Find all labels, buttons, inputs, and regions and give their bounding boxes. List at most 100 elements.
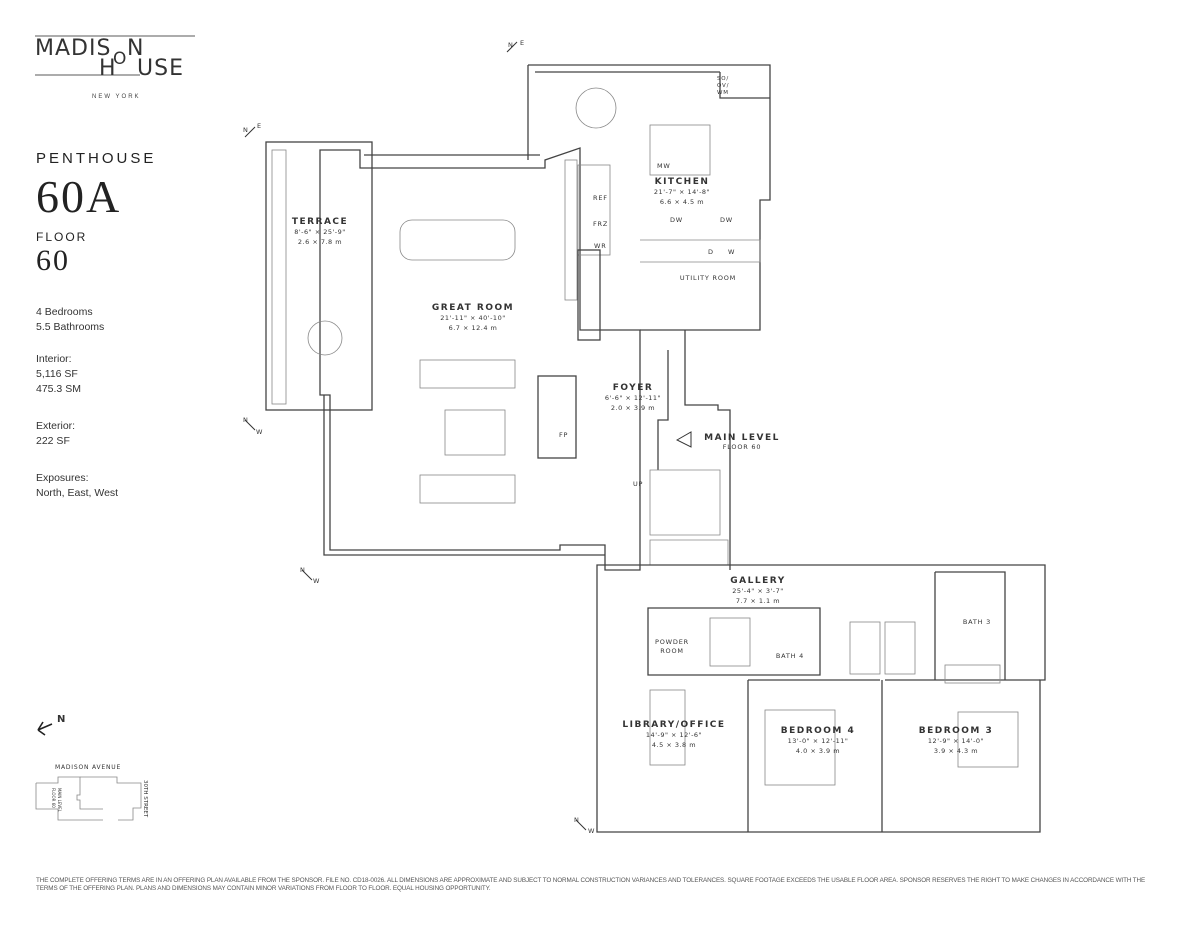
svg-text:N: N	[57, 714, 65, 725]
svg-text:MAIN LEVEL: MAIN LEVEL	[57, 788, 62, 813]
fixture-so: SO/	[717, 76, 729, 82]
svg-text:MADIS: MADIS	[35, 36, 111, 61]
bedrooms: 4 Bedrooms	[36, 306, 93, 318]
svg-text:6'-6" × 12'-11": 6'-6" × 12'-11"	[605, 394, 661, 402]
svg-text:N: N	[300, 566, 306, 574]
svg-text:12'-9" × 14'-0": 12'-9" × 14'-0"	[928, 737, 984, 745]
svg-text:N: N	[243, 416, 249, 424]
svg-text:GREAT ROOM: GREAT ROOM	[432, 303, 514, 313]
svg-text:7.7 × 1.1 m: 7.7 × 1.1 m	[736, 597, 780, 605]
floor-number: 60	[36, 244, 70, 277]
svg-text:O: O	[113, 49, 126, 69]
svg-text:8'-6" × 25'-9": 8'-6" × 25'-9"	[294, 228, 346, 236]
room-powder-2: ROOM	[660, 647, 684, 655]
room-library-office: LIBRARY/OFFICE 14'-9" × 12'-6" 4.5 × 3.8…	[622, 720, 725, 749]
svg-text:2.0 × 3.9 m: 2.0 × 3.9 m	[611, 404, 655, 412]
exterior-sf: 222 SF	[36, 435, 70, 447]
fixture-wr: WR	[594, 242, 607, 250]
interior-sm: 475.3 SM	[36, 383, 81, 395]
compass-nw-left: NW	[243, 416, 263, 436]
svg-text:W: W	[313, 577, 320, 585]
room-counts: 4 Bedrooms 5.5 Bathrooms	[36, 305, 104, 335]
floor-label: FLOOR	[36, 230, 88, 244]
svg-text:N: N	[574, 816, 580, 824]
svg-text:3.9 × 4.3 m: 3.9 × 4.3 m	[934, 747, 978, 755]
room-terrace: TERRACE 8'-6" × 25'-9" 2.6 × 7.8 m	[292, 217, 348, 246]
svg-text:FOYER: FOYER	[613, 383, 654, 393]
svg-text:GALLERY: GALLERY	[730, 576, 785, 586]
svg-text:30TH STREET: 30TH STREET	[142, 780, 148, 818]
svg-text:KITCHEN: KITCHEN	[655, 177, 710, 187]
svg-text:TERRACE: TERRACE	[292, 217, 348, 227]
room-great-room: GREAT ROOM 21'-11" × 40'-10" 6.7 × 12.4 …	[432, 303, 514, 332]
exposures: Exposures: North, East, West	[36, 471, 118, 501]
fixture-fireplace: FP	[559, 431, 568, 439]
room-utility: UTILITY ROOM	[680, 274, 736, 282]
svg-text:H: H	[99, 56, 117, 81]
madison-house-logo: MADIS N O H USE	[35, 35, 195, 81]
svg-text:BEDROOM 4: BEDROOM 4	[781, 726, 856, 736]
svg-text:21'-7" × 14'-8": 21'-7" × 14'-8"	[654, 188, 710, 196]
svg-text:13'-0" × 12'-11": 13'-0" × 12'-11"	[788, 737, 849, 745]
svg-text:4.5 × 3.8 m: 4.5 × 3.8 m	[652, 741, 696, 749]
room-bath-4: BATH 4	[776, 652, 804, 660]
fixture-ov: OV/	[717, 83, 729, 89]
north-arrow-icon: N	[37, 714, 65, 736]
svg-text:BEDROOM 3: BEDROOM 3	[919, 726, 994, 736]
interior-sf: 5,116 SF	[36, 368, 78, 380]
room-bath-3: BATH 3	[963, 618, 991, 626]
svg-text:MAIN LEVEL: MAIN LEVEL	[704, 433, 780, 443]
fixture-ref: REF	[593, 194, 608, 202]
bathrooms: 5.5 Bathrooms	[36, 321, 105, 333]
svg-text:FLOOR 60: FLOOR 60	[723, 443, 762, 451]
fixture-dw-2: DW	[720, 216, 733, 224]
compass-nw-bottom: NW	[574, 816, 595, 835]
svg-text:2.6 × 7.8 m: 2.6 × 7.8 m	[298, 238, 342, 246]
room-bedroom-3: BEDROOM 3 12'-9" × 14'-0" 3.9 × 4.3 m	[919, 726, 994, 755]
room-foyer: FOYER 6'-6" × 12'-11" 2.0 × 3.9 m	[605, 383, 661, 412]
room-gallery: GALLERY 25'-4" × 3'-7" 7.7 × 1.1 m	[730, 576, 785, 605]
exterior-label: Exterior:	[36, 420, 76, 432]
unit-type: PENTHOUSE	[36, 150, 157, 167]
svg-text:6.6 × 4.5 m: 6.6 × 4.5 m	[660, 198, 704, 206]
city-label: NEW YORK	[92, 94, 141, 100]
interior-label: Interior:	[36, 353, 72, 365]
exposures-label: Exposures:	[36, 472, 89, 484]
fixture-washer: W	[728, 248, 735, 256]
walls	[265, 64, 1046, 833]
fixture-dw-1: DW	[670, 216, 683, 224]
svg-text:21'-11" × 40'-10": 21'-11" × 40'-10"	[440, 314, 505, 322]
stairs-up: UP	[633, 480, 643, 488]
svg-text:W: W	[256, 428, 263, 436]
room-bedroom-4: BEDROOM 4 13'-0" × 12'-11" 4.0 × 3.9 m	[781, 726, 856, 755]
room-powder-1: POWDER	[655, 638, 689, 646]
svg-text:E: E	[520, 39, 525, 47]
svg-text:USE: USE	[137, 56, 184, 81]
svg-text:4.0 × 3.9 m: 4.0 × 3.9 m	[796, 747, 840, 755]
svg-text:25'-4" × 3'-7": 25'-4" × 3'-7"	[732, 587, 784, 595]
exterior-area: Exterior: 222 SF	[36, 419, 75, 449]
svg-text:N: N	[127, 36, 143, 61]
legal-disclaimer: The complete offering terms are in an of…	[36, 877, 1146, 892]
svg-text:W: W	[588, 827, 595, 835]
svg-text:6.7 × 12.4 m: 6.7 × 12.4 m	[449, 324, 498, 332]
compass-nw-mid: NW	[300, 566, 320, 585]
interior-area: Interior: 5,116 SF 475.3 SM	[36, 352, 81, 397]
fixture-dryer: D	[708, 248, 714, 256]
svg-text:MADISON AVENUE: MADISON AVENUE	[55, 764, 121, 771]
svg-text:14'-9" × 12'-6": 14'-9" × 12'-6"	[646, 731, 702, 739]
svg-text:N: N	[508, 41, 514, 49]
svg-text:E: E	[257, 122, 262, 130]
svg-text:FLOOR 60: FLOOR 60	[51, 788, 56, 808]
exposures-value: North, East, West	[36, 487, 119, 499]
unit-number: 60A	[36, 171, 122, 222]
fixture-wm: WM	[717, 90, 729, 96]
svg-text:LIBRARY/OFFICE: LIBRARY/OFFICE	[622, 720, 725, 730]
svg-text:N: N	[243, 126, 249, 134]
fixture-frz: FRZ	[593, 220, 608, 228]
room-kitchen: KITCHEN 21'-7" × 14'-8" 6.6 × 4.5 m	[654, 177, 710, 206]
main-level-marker: MAIN LEVEL FLOOR 60	[675, 431, 780, 451]
